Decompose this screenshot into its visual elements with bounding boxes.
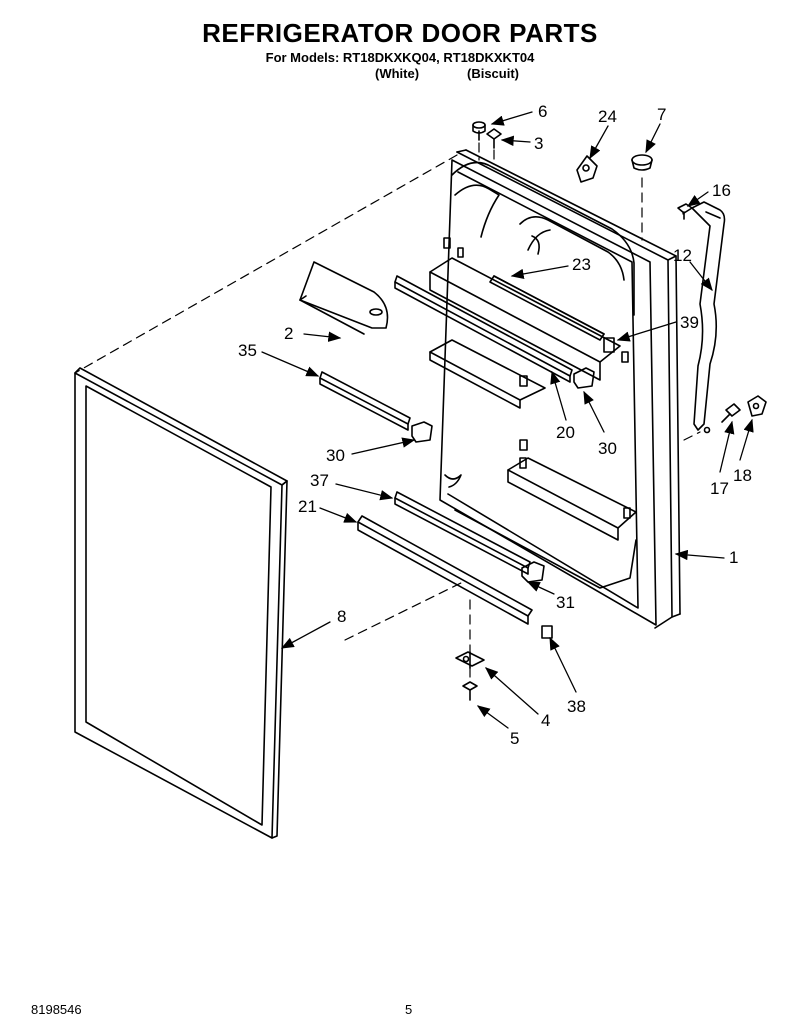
part-17-screw: [721, 403, 741, 423]
part-23-trim: [489, 275, 605, 341]
part-30-clip-right: [573, 367, 595, 389]
variant-biscuit: (Biscuit): [467, 66, 519, 81]
door-gasket: [74, 367, 288, 839]
callout-37: 37: [310, 471, 329, 490]
callout-18: 18: [733, 466, 752, 485]
callout-4: 4: [541, 711, 550, 730]
part-18-cap: [747, 395, 767, 417]
part-20-rail: [394, 275, 573, 383]
callout-17: 17: [710, 479, 729, 498]
models-line: For Models: RT18DKXKQ04, RT18DKXKT04: [265, 50, 535, 65]
callout-39: 39: [680, 313, 699, 332]
part-4-hinge: [455, 651, 485, 669]
variant-white: (White): [375, 66, 420, 81]
callout-6: 6: [538, 102, 547, 121]
callout-labels: 6 3 24 7 16 12 23 2 39 35 20 30 30 17 18…: [238, 102, 752, 748]
part-35-shelf-rail: [319, 371, 411, 431]
part-38-clip: [541, 625, 553, 639]
part-12-handle: [691, 201, 726, 434]
part-24-bracket: [576, 155, 598, 183]
callout-21: 21: [298, 497, 317, 516]
page-title: REFRIGERATOR DOOR PARTS: [202, 18, 598, 48]
callout-2: 2: [284, 324, 293, 343]
part-30-clip-left: [411, 421, 433, 443]
part-2-butter-cover: [299, 261, 389, 335]
door-panel: [429, 149, 681, 629]
part-16-screw: [677, 203, 693, 220]
part-37-rail: [394, 491, 531, 575]
page-number: 5: [405, 1002, 413, 1017]
callout-23: 23: [572, 255, 591, 274]
callout-38: 38: [567, 697, 586, 716]
callout-24: 24: [598, 107, 617, 126]
part-7-cap: [631, 154, 653, 171]
callout-35: 35: [238, 341, 257, 360]
part-6-plug: [472, 121, 486, 141]
part-31-clip: [521, 561, 545, 583]
callout-30-left: 30: [326, 446, 345, 465]
callout-20: 20: [556, 423, 575, 442]
callout-30-right: 30: [598, 439, 617, 458]
callout-1: 1: [729, 548, 738, 567]
part-3-screw: [486, 128, 502, 149]
callout-7: 7: [657, 105, 666, 124]
callout-8: 8: [337, 607, 346, 626]
callout-5: 5: [510, 729, 519, 748]
part-39-clip: [603, 337, 615, 353]
part-21-bottom-rail: [357, 515, 533, 625]
callout-12: 12: [673, 246, 692, 265]
callout-16: 16: [712, 181, 731, 200]
callout-31: 31: [556, 593, 575, 612]
document-number: 8198546: [31, 1002, 82, 1017]
leader-lines: [261, 111, 754, 729]
part-5-screw: [462, 681, 478, 701]
callout-3: 3: [534, 134, 543, 153]
